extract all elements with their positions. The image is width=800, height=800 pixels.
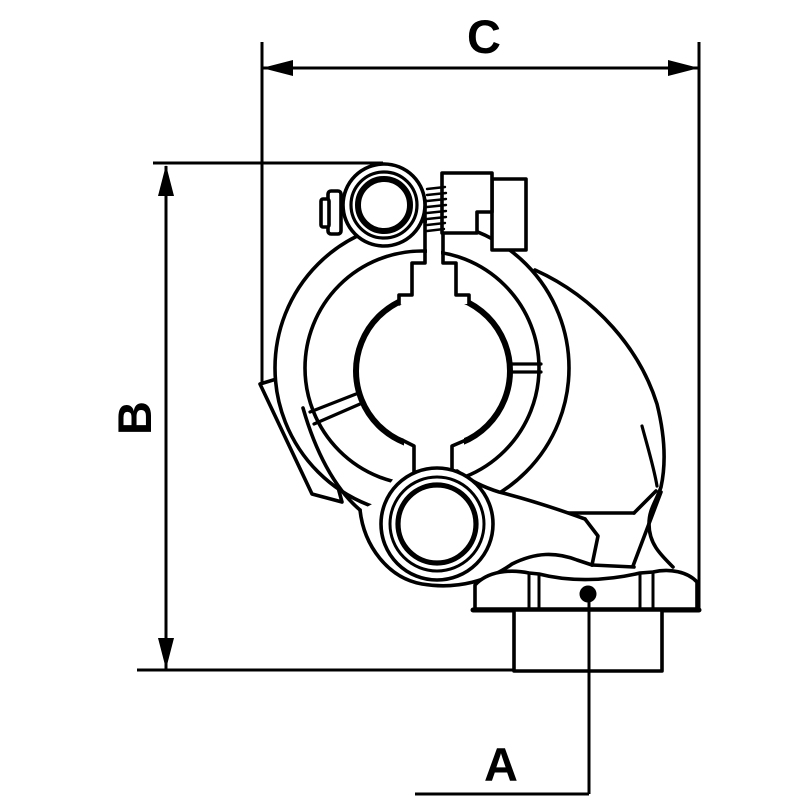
- pivot-mid: [388, 475, 486, 573]
- washer-bore: [355, 176, 413, 234]
- bolt-threads: [425, 185, 448, 233]
- flange-block-front: [440, 171, 494, 235]
- dimension-label-c: C: [467, 10, 501, 63]
- pivot-boss: [379, 466, 495, 582]
- bolt-head-inner: [319, 197, 331, 229]
- flange-block-rear: [490, 177, 528, 252]
- top-flange-blocks: [440, 171, 528, 252]
- dimension-a-leader: A: [415, 602, 591, 796]
- dimension-label-a: A: [484, 738, 518, 791]
- base-rise-line: [632, 489, 658, 515]
- dim-c-arrow-left: [262, 60, 293, 76]
- dim-c-arrow-right: [668, 60, 699, 76]
- slit-left-profile: [397, 198, 427, 306]
- base-bottom-line: [590, 563, 636, 569]
- arm-base-junction: [583, 517, 600, 567]
- center-bore: [353, 291, 513, 451]
- neck-left-edge: [631, 490, 663, 568]
- center-mark-dot: [579, 585, 597, 603]
- dimension-label-b: B: [108, 401, 161, 435]
- bore-bottom-neck: [400, 438, 468, 476]
- arm-bottom-edge: [358, 508, 594, 588]
- spoke-lower-left: [308, 392, 362, 426]
- slit-right-profile: [441, 198, 471, 306]
- elbow-crease: [640, 424, 659, 488]
- washer-mid: [349, 170, 419, 240]
- dimension-c: C: [260, 10, 701, 610]
- clamp-slit: [397, 198, 471, 306]
- elbow-outline: [533, 268, 675, 569]
- dimension-b: B: [108, 161, 514, 672]
- pivot-bore: [395, 482, 479, 566]
- hex-nut: [470, 568, 702, 613]
- dim-b-arrow-bottom: [158, 638, 174, 669]
- arm-left-edge: [301, 406, 362, 512]
- clamp-bolt: [319, 162, 448, 248]
- white-masks: [400, 198, 468, 474]
- part-drawing: [258, 162, 702, 673]
- dim-b-arrow-top: [158, 165, 174, 196]
- nut-facet-lines: [527, 570, 655, 611]
